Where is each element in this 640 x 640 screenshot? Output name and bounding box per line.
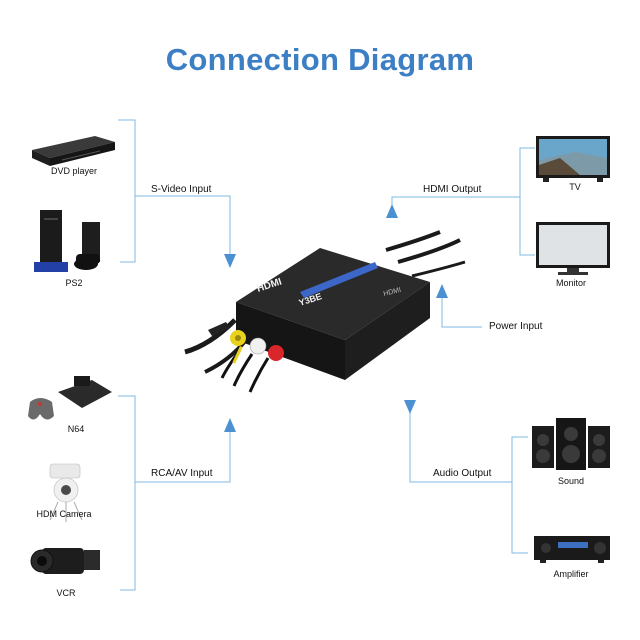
camcorder-icon bbox=[30, 548, 100, 574]
diagram-title: Connection Diagram bbox=[165, 42, 475, 77]
power-input-label: Power Input bbox=[489, 321, 543, 332]
power-connector-lines bbox=[441, 295, 482, 328]
svideo-arrow bbox=[224, 254, 236, 268]
camera-icon bbox=[49, 463, 83, 522]
converter-port-label: HDMI bbox=[383, 287, 402, 298]
hdmi-out-arrow bbox=[386, 204, 398, 218]
hdmi-output-connector-lines bbox=[391, 147, 535, 256]
n64-caption: N64 bbox=[67, 424, 85, 434]
rca-connector-lines bbox=[118, 395, 231, 591]
rca-input-label: RCA/AV Input bbox=[151, 468, 213, 479]
audio-output-label: Audio Output bbox=[433, 468, 492, 479]
monitor-caption: Monitor bbox=[555, 278, 586, 288]
audio-out-arrow bbox=[404, 400, 416, 414]
dvd-player-icon bbox=[32, 136, 115, 166]
monitor-icon bbox=[536, 222, 610, 275]
dvd-caption: DVD player bbox=[50, 166, 97, 176]
camera-caption: HDM Camera bbox=[36, 509, 92, 519]
svideo-input-label: S-Video Input bbox=[151, 184, 212, 195]
sound-caption: Sound bbox=[557, 476, 585, 486]
tv-caption: TV bbox=[569, 182, 581, 192]
amplifier-caption: Amplifier bbox=[553, 569, 589, 579]
rca-arrow bbox=[224, 418, 236, 432]
ps2-console-icon bbox=[34, 210, 100, 272]
ps2-caption: PS2 bbox=[65, 278, 83, 288]
converter-box bbox=[230, 248, 430, 380]
n64-console-icon bbox=[28, 376, 112, 420]
speakers-icon bbox=[532, 418, 610, 470]
audio-output-connector-lines bbox=[409, 402, 528, 554]
power-arrow bbox=[436, 284, 448, 298]
amplifier-icon bbox=[534, 536, 610, 563]
svideo-connector-lines bbox=[118, 119, 231, 263]
tv-icon bbox=[536, 136, 610, 182]
vcr-caption: VCR bbox=[56, 588, 76, 598]
hdmi-output-label: HDMI Output bbox=[423, 184, 482, 195]
